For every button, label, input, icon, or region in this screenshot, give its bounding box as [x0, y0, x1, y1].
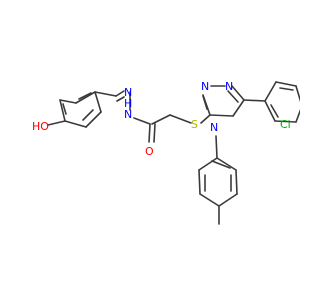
bond	[231, 85, 245, 101]
bond	[279, 87, 294, 91]
bond	[75, 91, 96, 104]
structure-canvas: HO N N H O S N N N Cl	[32, 80, 300, 225]
bond	[275, 81, 297, 87]
bond	[47, 120, 66, 126]
triazole-nitrogen-1-label: N	[201, 80, 209, 93]
bond	[85, 111, 102, 128]
bond	[202, 95, 208, 110]
chemical-structure: HO N N H O S N N N Cl	[32, 80, 300, 225]
hydroxyl-label: HO	[32, 120, 49, 133]
bond	[295, 109, 300, 123]
bond	[169, 114, 192, 124]
bond	[209, 114, 234, 117]
bond	[62, 103, 67, 115]
bond	[198, 157, 218, 171]
bond	[270, 104, 279, 118]
bond	[218, 193, 238, 207]
bonds	[47, 81, 300, 225]
bond	[235, 169, 238, 195]
bond	[116, 96, 125, 102]
bond	[211, 160, 231, 169]
bond	[215, 135, 218, 159]
bond	[198, 169, 201, 195]
bond	[151, 114, 171, 125]
bond	[200, 114, 211, 124]
bond	[264, 100, 276, 122]
bond	[133, 117, 151, 125]
bond	[148, 123, 151, 143]
bond	[243, 99, 266, 102]
hydrazide-nitrogen-label: N	[124, 108, 132, 121]
bond	[199, 193, 220, 207]
atom-labels: HO N N H O S N N N Cl	[32, 80, 291, 158]
chlorine-label: Cl	[280, 118, 291, 131]
triazole-nitrogen-4-label: N	[210, 121, 218, 134]
bond	[78, 92, 92, 100]
bond	[153, 123, 156, 143]
carbonyl-oxygen-label: O	[145, 145, 154, 158]
thioether-sulfur-label: S	[191, 118, 198, 131]
bond	[59, 99, 77, 104]
hydrazide-hydrogen-label: H	[124, 97, 132, 110]
triazole-nitrogen-2-label: N	[225, 80, 233, 93]
imine-nitrogen-label: N	[124, 86, 132, 99]
bond	[232, 99, 245, 117]
bond	[264, 81, 277, 102]
bond	[274, 120, 297, 123]
bond	[64, 120, 87, 128]
bond	[295, 85, 300, 103]
bond	[227, 90, 239, 103]
bond	[216, 157, 237, 171]
bond	[94, 91, 102, 113]
bond	[59, 99, 66, 122]
bond	[82, 109, 94, 121]
bond	[115, 90, 125, 97]
bond	[94, 91, 117, 97]
